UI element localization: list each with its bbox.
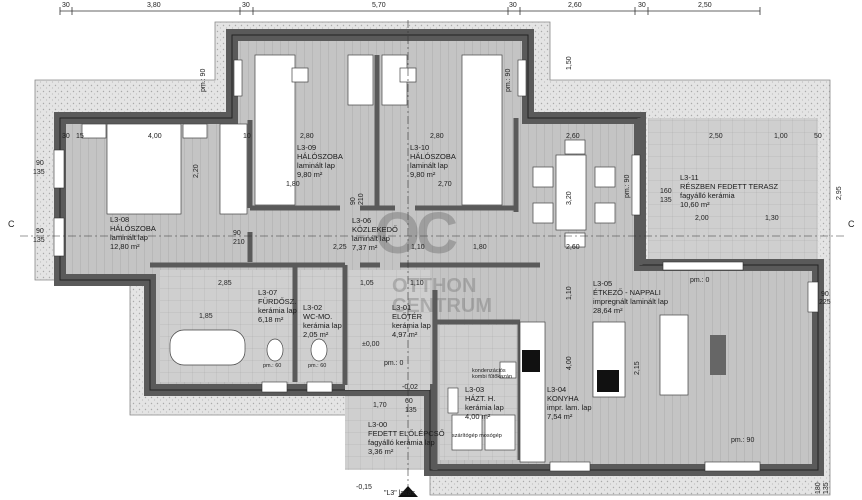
dim: 1,70 (373, 402, 387, 409)
dim: 210 (358, 193, 365, 205)
dim: 90 (36, 228, 44, 235)
dim: 1,10 (411, 244, 425, 251)
dim: 15 (76, 133, 84, 140)
dim: 1,85 (199, 313, 213, 320)
dim: 2,00 (695, 215, 709, 222)
dim: 1,80 (473, 244, 487, 251)
level-ground: -0,15 (356, 484, 372, 491)
dim: 60 (405, 398, 413, 405)
window-label: pm.: 90 (200, 68, 207, 92)
dim: 1,00 (774, 133, 788, 140)
dim: 1,80 (286, 181, 300, 188)
dim: 160 (660, 188, 672, 195)
dim: 3,20 (566, 191, 573, 205)
dim: 2,50 (709, 133, 723, 140)
dim: 2,80 (300, 133, 314, 140)
dim: 180 (815, 482, 822, 494)
top-dim: 2,50 (698, 2, 712, 9)
dim: 90 (350, 197, 357, 205)
dim: 135 (660, 197, 672, 204)
unit-label: "L3" lakás (384, 490, 416, 497)
dim: 1,05 (360, 280, 374, 287)
furniture (81, 54, 689, 463)
top-dim: 2,60 (568, 2, 582, 9)
section-marker-right: C (848, 219, 855, 229)
top-dim: 30 (638, 2, 646, 9)
boiler-label: kondenzációs kombi fűtőkazán (472, 368, 513, 380)
dim: 2,95 (836, 186, 843, 200)
dim: 50 (814, 133, 822, 140)
dim: 90 (36, 160, 44, 167)
dim: 210 (233, 239, 245, 246)
dim: 30 (62, 133, 70, 140)
top-dim: 3,80 (147, 2, 161, 9)
dim: 2,15 (634, 361, 641, 375)
porch-floor (345, 390, 430, 470)
window-label: pm.: 60 (263, 363, 282, 369)
dim: 2,60 (566, 244, 580, 251)
window-label: pm.: 0 (384, 360, 404, 367)
washer-dryer-label: szárítógép mosógép (452, 433, 502, 439)
dim: 225 (819, 299, 831, 306)
dim: 135 (405, 407, 417, 414)
window-label: pm.: 90 (505, 68, 512, 92)
dim: 1,10 (566, 286, 573, 300)
window-label: pm.: 90 (624, 174, 631, 198)
dim: 4,00 (566, 356, 573, 370)
dim: 10 (243, 133, 251, 140)
top-dimension-line (59, 7, 761, 15)
section-marker-left: C (8, 219, 15, 229)
window-label: pm.: 60 (308, 363, 327, 369)
section-axis (20, 20, 845, 495)
dim: 135 (33, 237, 45, 244)
level-porch: -0,02 (402, 384, 418, 391)
dim: 2,80 (430, 133, 444, 140)
dim: 1,50 (566, 56, 573, 70)
dim: 1,10 (410, 280, 424, 287)
dim: 135 (823, 482, 830, 494)
dim: 2,25 (333, 244, 347, 251)
level-entry: ±0,00 (362, 341, 380, 348)
dim: 2,60 (566, 133, 580, 140)
terrace-floor (648, 118, 818, 266)
dim: 2,70 (438, 181, 452, 188)
top-dim: 5,70 (372, 2, 386, 9)
window-label: pm.: 90 (731, 437, 755, 444)
dim: 4,00 (148, 133, 162, 140)
window-label: pm.: 0 (690, 277, 710, 284)
windows (53, 59, 819, 472)
dim: 90 (233, 230, 241, 237)
top-dim: 30 (509, 2, 517, 9)
top-dim: 30 (62, 2, 70, 9)
dim: 1,30 (765, 215, 779, 222)
entry-arrow (398, 486, 418, 497)
dim: 135 (33, 169, 45, 176)
top-dim: 30 (242, 2, 250, 9)
dim: 2,20 (193, 164, 200, 178)
watermark-logo: OC (375, 201, 458, 266)
dim: 90 (821, 291, 829, 298)
dim: 2,85 (218, 280, 232, 287)
